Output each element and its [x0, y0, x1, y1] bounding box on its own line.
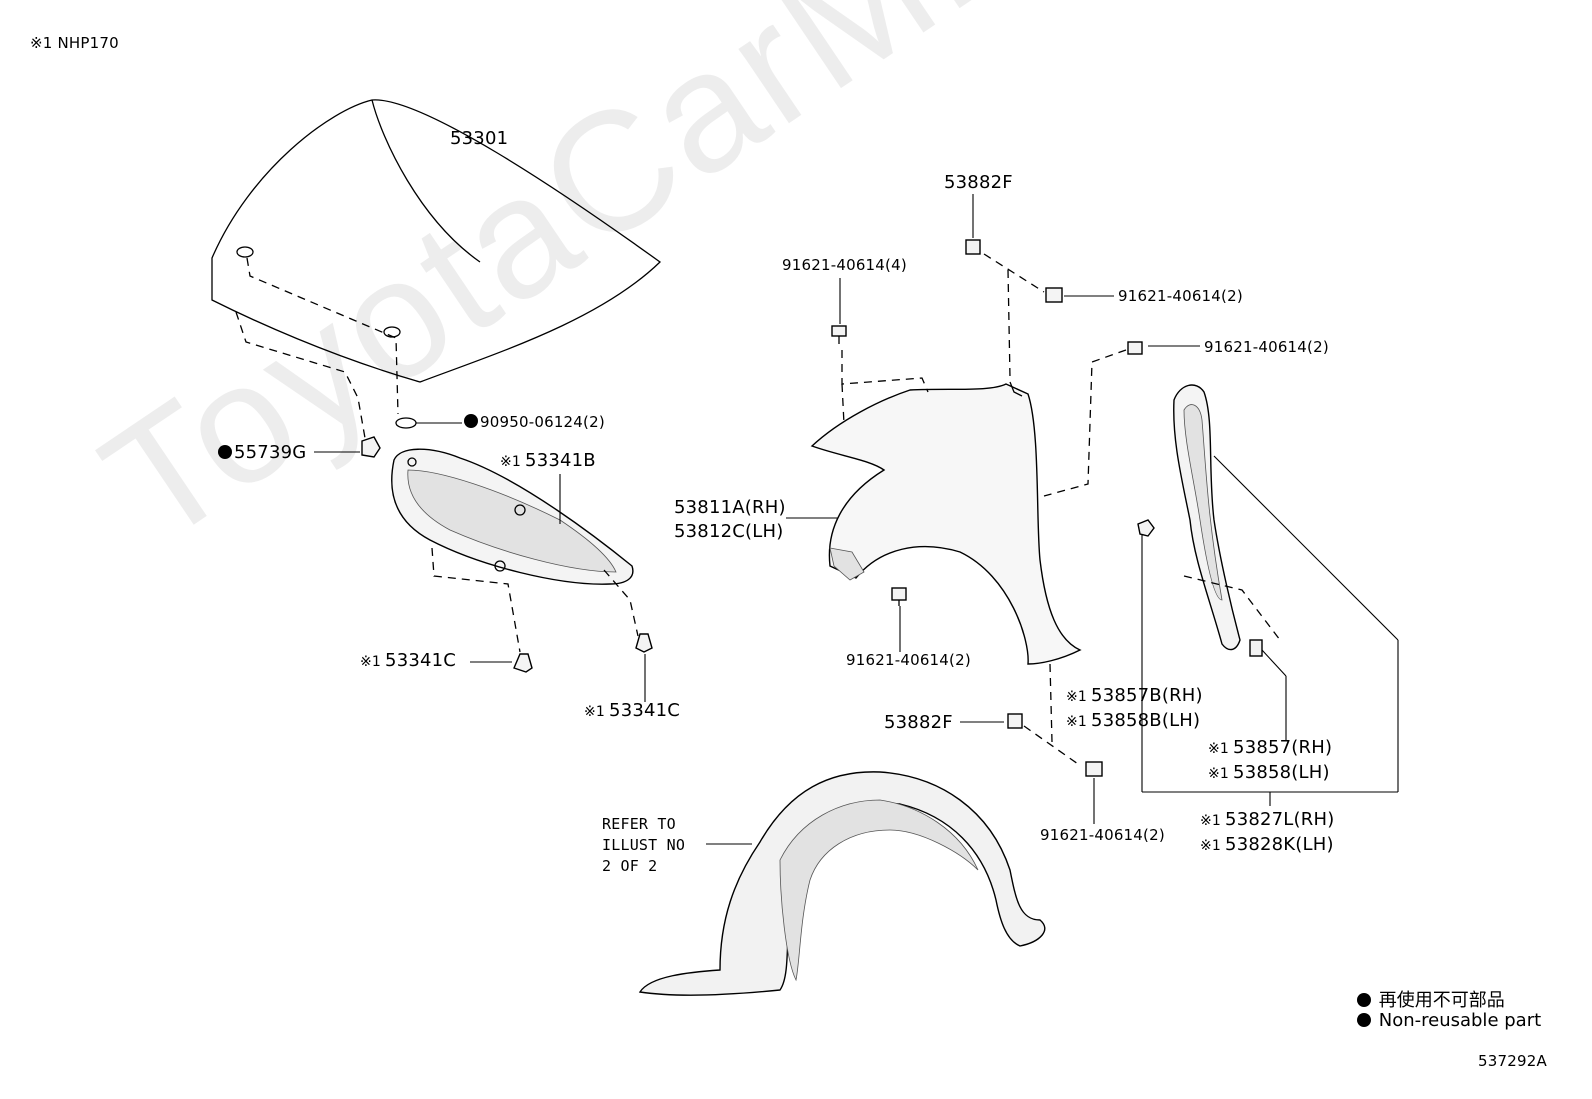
legend-en: Non-reusable part	[1357, 1010, 1541, 1031]
fender-outline	[810, 383, 1082, 665]
bolt-icon-right-a	[1045, 287, 1063, 303]
cushion-icon	[361, 436, 381, 458]
refer-note: REFER TO ILLUST NO 2 OF 2	[602, 815, 686, 875]
retainer-top-icon	[965, 239, 981, 255]
hole-plug-icon	[395, 417, 417, 429]
clip-right-icon	[635, 633, 653, 653]
fender-liner-outline	[638, 771, 1046, 996]
label-retainer-top[interactable]: 53882F	[944, 172, 1013, 193]
fender-lh: 53812C(LH)	[674, 521, 784, 542]
label-bolt-top[interactable]: 91621-40614(4)	[782, 256, 907, 274]
label-hood[interactable]: 53301	[450, 128, 509, 149]
bolt-icon-right-b	[1127, 341, 1143, 355]
model-note: ※1 NHP170	[30, 34, 119, 52]
non-reusable-dot-icon	[1357, 993, 1371, 1007]
label-bolt-bottom[interactable]: 91621-40614(2)	[1040, 826, 1165, 844]
hood-outline	[211, 99, 662, 383]
clip-left-icon	[513, 653, 533, 673]
label-hole-plug[interactable]: 90950-06124(2)	[464, 413, 605, 431]
non-reusable-dot-icon	[218, 445, 232, 459]
fender-rh: 53811A(RH)	[674, 497, 786, 518]
label-retainer-bottom[interactable]: 53882F	[884, 712, 953, 733]
bolt-icon-fender-lower	[891, 587, 907, 606]
non-reusable-dot-icon	[1357, 1013, 1371, 1027]
figure-id: 537292A	[1478, 1052, 1547, 1070]
retainer-bottom-icon	[1007, 713, 1023, 729]
note-mark: ※1	[30, 34, 53, 52]
seal-clip-icon	[1137, 519, 1155, 537]
non-reusable-dot-icon	[464, 414, 478, 428]
bolt-icon-bottom	[1085, 761, 1103, 777]
label-bolt-right-b[interactable]: 91621-40614(2)	[1204, 338, 1329, 356]
label-bolt-right-a[interactable]: 91621-40614(2)	[1118, 287, 1243, 305]
legend-jp: 再使用不可部品	[1357, 986, 1505, 1012]
note-text: NHP170	[57, 34, 119, 52]
bolt-icon-fender-top	[831, 325, 847, 344]
label-fender[interactable]: 53811A(RH) 53812C(LH)	[674, 496, 786, 544]
label-cushion[interactable]: 55739G	[218, 442, 306, 463]
label-bolt-fender-lower[interactable]: 91621-40614(2)	[846, 651, 971, 669]
seal2-clip-icon	[1249, 639, 1263, 657]
